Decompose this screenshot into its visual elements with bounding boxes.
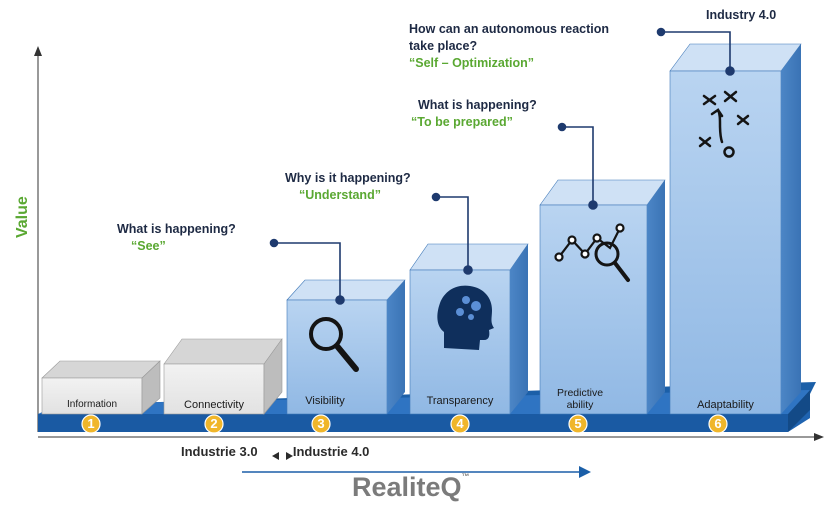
number-circle-6 <box>708 414 728 434</box>
callout-see-answer: “See” <box>131 239 166 253</box>
number-circle-2 <box>204 414 224 434</box>
callout-see: What is happening? “See” <box>117 221 236 255</box>
stage-label-adaptability: Adaptability <box>697 399 754 411</box>
stage-label-predictive-ability: Predictive ability <box>556 387 604 411</box>
brand-name: RealiteQ <box>352 472 462 502</box>
stage-box-4 <box>409 243 529 415</box>
stage-number-2: 2 <box>210 416 218 431</box>
stage-box-3 <box>286 279 406 415</box>
stage-box-6 <box>669 43 802 415</box>
callout-prepared-answer: “To be prepared” <box>411 115 513 129</box>
stage-number-3: 3 <box>317 416 325 431</box>
stage-label-transparency: Transparency <box>426 395 494 407</box>
stage-label-connectivity: Connectivity <box>184 399 244 411</box>
stage-number-4: 4 <box>456 416 464 431</box>
industrie-40-label: Industrie 4.0 <box>292 444 370 459</box>
connector-see <box>269 238 345 305</box>
y-axis <box>34 46 42 432</box>
callout-understand-answer: “Understand” <box>299 188 381 202</box>
callout-prepared: What is happening? “To be prepared” <box>411 97 537 131</box>
number-circles <box>81 414 728 434</box>
callout-self-optimization: How can an autonomous reaction take plac… <box>409 21 609 72</box>
brand-tm: ™ <box>461 472 470 481</box>
magnifier-icon <box>309 317 359 372</box>
callout-prepared-question: What is happening? <box>418 98 537 112</box>
industrie-transition: Industrie 3.0 Industrie 4.0 <box>181 444 369 459</box>
stage-number-1: 1 <box>87 416 95 431</box>
y-axis-label: Value <box>14 196 31 238</box>
stage-label-visibility: Visibility <box>305 395 345 407</box>
stage-box-2 <box>163 338 283 415</box>
industrie-arrows <box>272 452 293 460</box>
connector-industry40 <box>656 27 735 76</box>
number-circle-5 <box>568 414 588 434</box>
brain-head-icon <box>437 285 494 350</box>
connector-understand <box>431 192 473 275</box>
stage-label-information: Information <box>66 399 118 410</box>
callout-see-question: What is happening? <box>117 222 236 236</box>
callout-understand-question: Why is it happening? <box>285 171 411 185</box>
callout-industry40: Industry 4.0 <box>706 8 777 22</box>
callout-understand: Why is it happening? “Understand” <box>285 170 411 204</box>
number-circle-1 <box>81 414 101 434</box>
connectors <box>269 27 735 305</box>
stage-box-1 <box>41 360 161 415</box>
analytics-magnifier-icon <box>554 223 630 282</box>
number-circle-4 <box>450 414 470 434</box>
callout-self-opt-question-line2: take place? <box>409 39 478 53</box>
industrie-30-label: Industrie 3.0 <box>181 444 258 459</box>
stage-number-5: 5 <box>574 416 582 431</box>
stage-box-5 <box>539 179 666 415</box>
x-axis <box>38 433 824 441</box>
stage-number-6: 6 <box>714 416 722 431</box>
callout-self-opt-question-line1: How can an autonomous reaction <box>409 22 610 36</box>
number-circle-3 <box>311 414 331 434</box>
brand-logo: RealiteQ™ <box>352 472 470 503</box>
strategy-play-icon <box>698 90 750 158</box>
connector-prepared <box>557 122 598 210</box>
callout-self-opt-answer: “Self – Optimization” <box>409 56 535 70</box>
